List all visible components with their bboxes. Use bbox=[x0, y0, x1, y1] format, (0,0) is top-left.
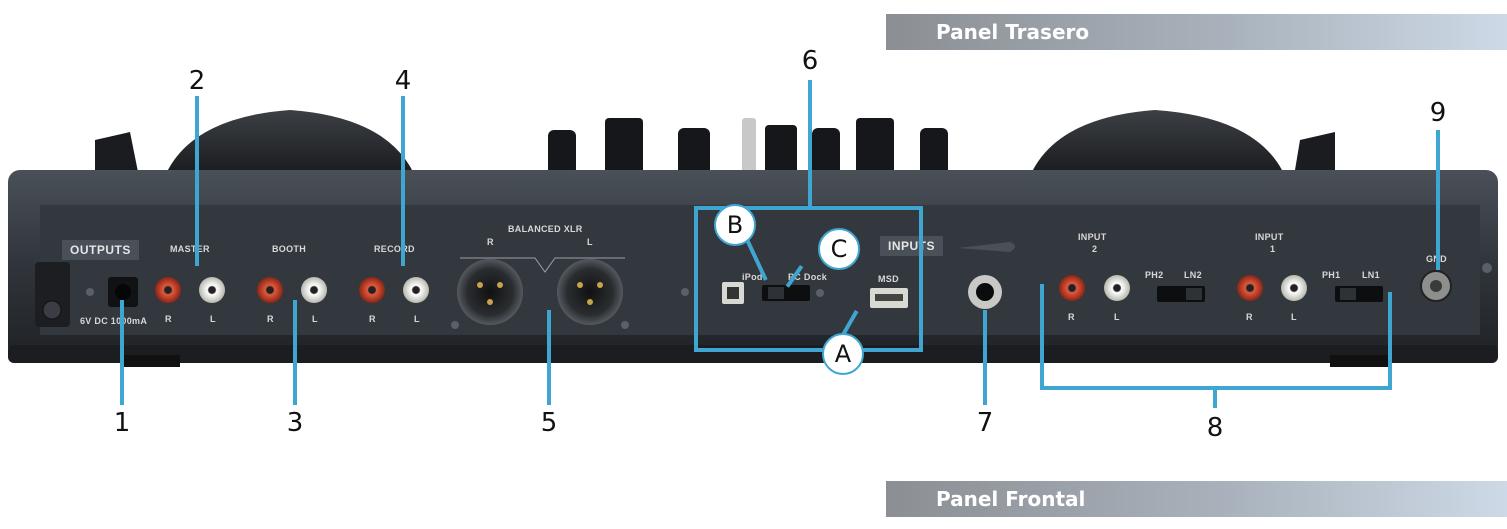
record-rca-jacks bbox=[359, 277, 429, 303]
input1-l-label: L bbox=[1291, 312, 1297, 322]
leader-3 bbox=[293, 300, 297, 405]
callout-9: 9 bbox=[1429, 98, 1447, 128]
callout-1: 1 bbox=[113, 408, 131, 438]
input2-rca-jacks bbox=[1059, 275, 1130, 301]
mixer-knobs bbox=[548, 118, 948, 178]
input1-label: INPUT bbox=[1255, 232, 1284, 242]
record-r-label: R bbox=[369, 314, 376, 324]
callout-8: 8 bbox=[1206, 413, 1224, 443]
leader-1 bbox=[120, 300, 124, 405]
callout-6: 6 bbox=[801, 46, 819, 76]
ipod-label: iPod bbox=[742, 272, 763, 282]
leader-7 bbox=[983, 310, 987, 405]
xlr-r-label: R bbox=[487, 237, 494, 247]
leader-9 bbox=[1436, 130, 1440, 270]
power-label: 6V DC 1000mA bbox=[80, 316, 148, 326]
callout-2: 2 bbox=[188, 66, 206, 96]
callout-4: 4 bbox=[394, 66, 412, 96]
balanced-xlr-label: BALANCED XLR bbox=[508, 224, 583, 234]
input2-label: INPUT bbox=[1078, 232, 1107, 242]
left-clamp bbox=[95, 132, 138, 172]
booth-r-label: R bbox=[267, 314, 274, 324]
xlr-connectors bbox=[457, 257, 625, 325]
leader-5 bbox=[547, 310, 551, 405]
msd-label: MSD bbox=[878, 274, 899, 284]
leader-4 bbox=[401, 96, 405, 266]
callout-5: 5 bbox=[540, 408, 558, 438]
booth-l-label: L bbox=[312, 314, 318, 324]
outputs-label: OUTPUTS bbox=[62, 240, 139, 260]
ph2-label: PH2 bbox=[1145, 270, 1164, 280]
callout-b: B bbox=[714, 204, 756, 246]
leader-8-left bbox=[1040, 284, 1044, 390]
callout-a: A bbox=[822, 333, 864, 375]
ln2-label: LN2 bbox=[1184, 270, 1202, 280]
master-l-label: L bbox=[210, 314, 216, 324]
right-clamp bbox=[1295, 132, 1335, 172]
banner-panel-frontal: Panel Frontal bbox=[886, 481, 1507, 517]
record-label: RECORD bbox=[374, 244, 415, 254]
xlr-l-label: L bbox=[587, 237, 593, 247]
callout-3: 3 bbox=[286, 408, 304, 438]
ph1-label: PH1 bbox=[1322, 270, 1341, 280]
input1-num-label: 1 bbox=[1270, 244, 1276, 254]
banner-panel-trasero: Panel Trasero bbox=[886, 14, 1507, 50]
input1-rca-jacks bbox=[1237, 275, 1307, 301]
leader-2 bbox=[195, 96, 199, 266]
leader-8-right bbox=[1388, 292, 1392, 390]
usb-group-frame bbox=[694, 206, 923, 352]
record-l-label: L bbox=[414, 314, 420, 324]
input1-r-label: R bbox=[1246, 312, 1253, 322]
input2-num-label: 2 bbox=[1092, 244, 1098, 254]
callout-c: C bbox=[818, 228, 860, 270]
leader-6 bbox=[808, 80, 812, 210]
input2-r-label: R bbox=[1068, 312, 1075, 322]
callout-7: 7 bbox=[976, 408, 994, 438]
booth-label: BOOTH bbox=[272, 244, 306, 254]
master-rca-jacks bbox=[155, 277, 225, 303]
master-r-label: R bbox=[165, 314, 172, 324]
input2-l-label: L bbox=[1114, 312, 1120, 322]
master-label: MASTER bbox=[170, 244, 210, 254]
booth-rca-jacks bbox=[257, 277, 327, 303]
ln1-label: LN1 bbox=[1362, 270, 1380, 280]
pc-dock-label: PC Dock bbox=[788, 272, 828, 282]
leader-8-down bbox=[1213, 386, 1217, 408]
